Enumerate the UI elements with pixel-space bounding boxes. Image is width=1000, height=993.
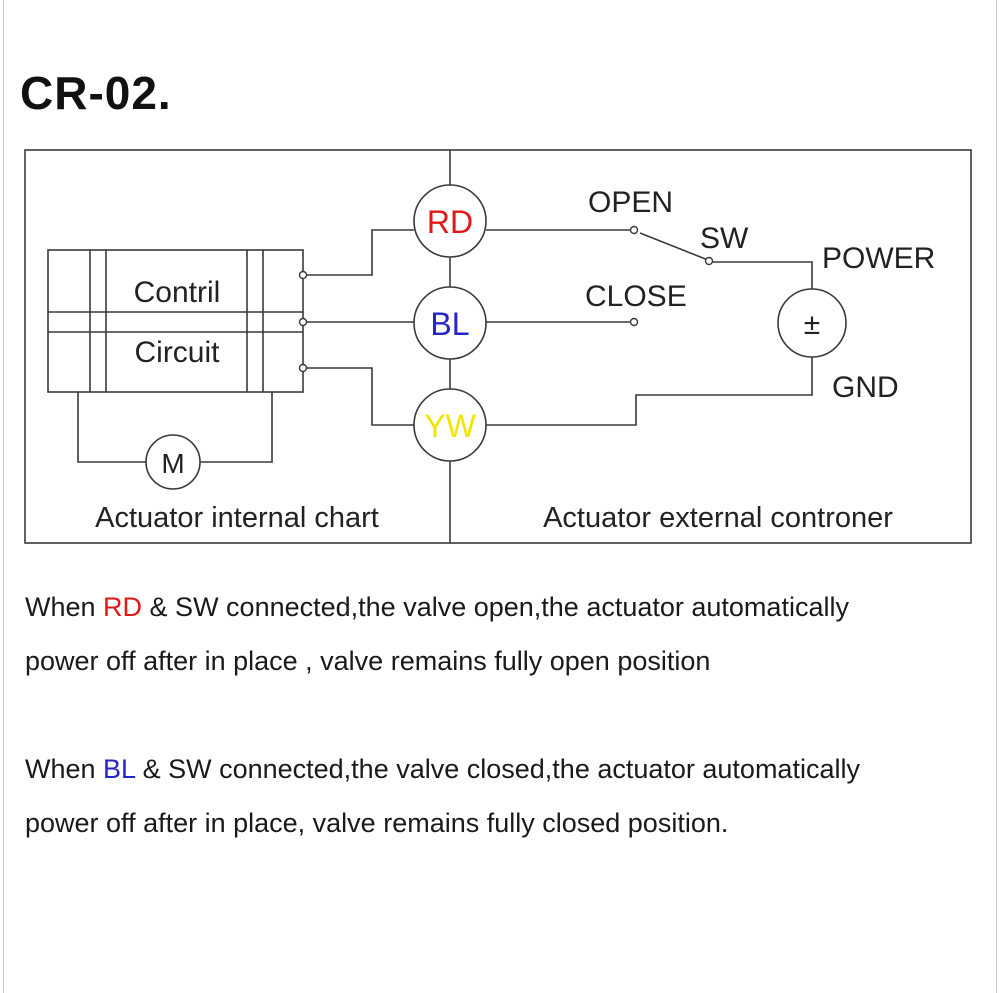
close-description-line-2: power off after in place, valve remains …	[25, 808, 729, 838]
wire-yw	[303, 367, 414, 426]
power-symbol: ±	[804, 308, 820, 341]
power-source-circle	[777, 288, 847, 358]
yw-connector	[413, 388, 487, 462]
wire-sw-power	[711, 261, 813, 290]
wire-rd	[303, 229, 414, 276]
control-circuit-label-2: Circuit	[134, 336, 220, 369]
terminal-1	[298, 270, 308, 280]
open-label: OPEN	[588, 186, 673, 219]
internal-chart-caption: Actuator internal chart	[95, 502, 379, 534]
terminal-3	[298, 363, 308, 373]
external-controller-caption: Actuator external controner	[543, 502, 893, 534]
terminals	[298, 225, 714, 373]
close-description: When BL & SW connected,the valve closed,…	[25, 742, 985, 850]
motor-wire-right	[200, 392, 273, 463]
right-border	[996, 0, 997, 993]
motor-circle	[145, 434, 201, 490]
terminal-sw	[704, 256, 714, 266]
terminal-close	[629, 317, 639, 327]
rd-connector	[413, 184, 487, 258]
desc-text: & SW connected,the valve closed,the actu…	[135, 754, 860, 784]
motor-label: M	[161, 448, 184, 479]
open-description: When RD & SW connected,the valve open,th…	[25, 580, 985, 688]
control-circuit-block	[47, 249, 304, 393]
model-title: CR-02.	[20, 67, 172, 119]
rd-highlight: RD	[103, 592, 143, 622]
desc-prefix: When	[25, 592, 104, 622]
left-border	[3, 0, 4, 993]
yw-label: YW	[424, 408, 476, 444]
switch-lever	[639, 232, 709, 261]
bl-label: BL	[430, 306, 469, 342]
close-description-line-1: When BL & SW connected,the valve closed,…	[25, 742, 985, 796]
open-description-line-2: power off after in place , valve remains…	[25, 646, 711, 676]
wire-gnd	[486, 356, 813, 426]
motor-wire	[77, 392, 147, 463]
close-label: CLOSE	[585, 280, 687, 313]
power-label: POWER	[822, 242, 935, 275]
desc-text: & SW connected,the valve open,the actuat…	[142, 592, 849, 622]
bl-connector	[413, 286, 487, 360]
rd-label: RD	[427, 204, 473, 240]
open-description-line-1: When RD & SW connected,the valve open,th…	[25, 580, 985, 634]
bl-highlight: BL	[103, 754, 136, 784]
terminal-open	[629, 225, 639, 235]
diagram-frame	[24, 149, 972, 544]
desc-prefix: When	[25, 754, 104, 784]
gnd-label: GND	[832, 371, 899, 404]
control-circuit-label-1: Contril	[134, 276, 221, 309]
terminal-2	[298, 317, 308, 327]
sw-label: SW	[700, 222, 749, 255]
